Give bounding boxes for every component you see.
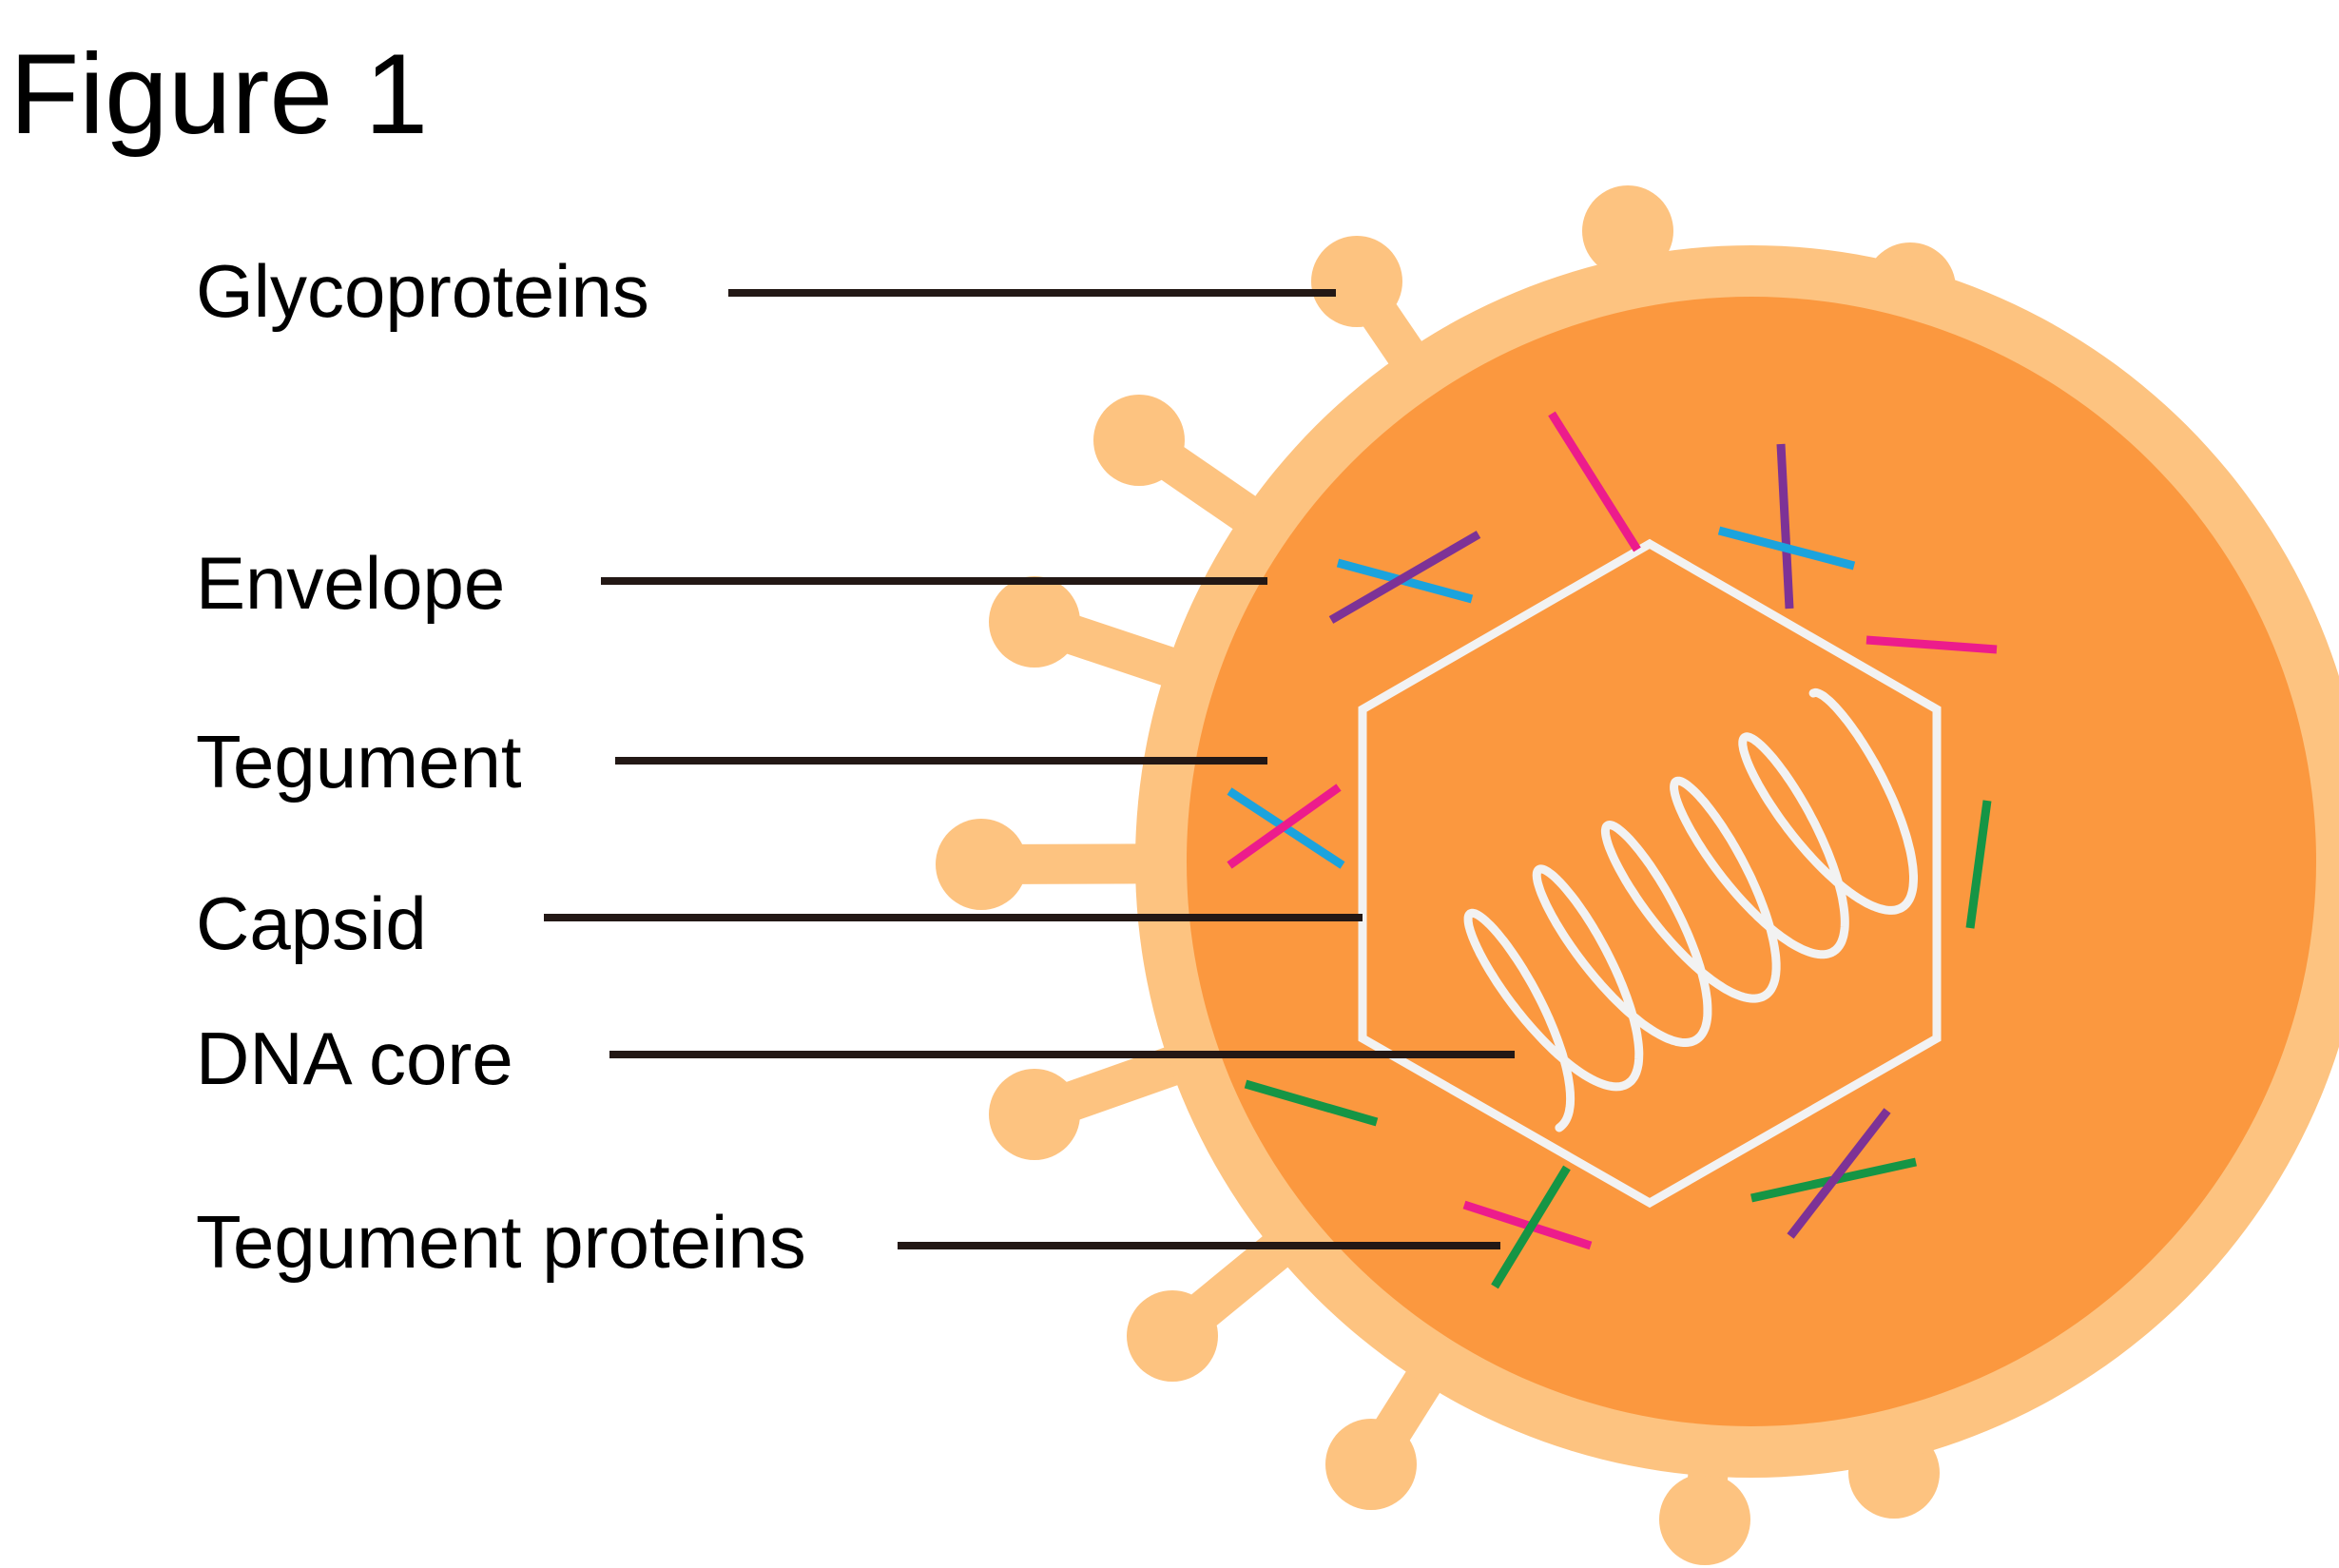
glycoprotein-knob-1 — [1311, 236, 1402, 327]
glycoprotein-knob-12 — [1127, 1290, 1218, 1382]
glycoprotein-knob-16 — [1093, 395, 1185, 486]
tegument-protein-bar-12 — [1787, 1108, 1891, 1239]
tegument-protein-bar-9 — [1965, 800, 1992, 929]
glycoprotein-knob-15 — [989, 576, 1080, 668]
tegument-protein-bar-8 — [1227, 784, 1342, 869]
label-glycoproteins: Glycoproteins — [196, 249, 649, 333]
tegument-protein-bar-4 — [1776, 443, 1794, 610]
tegument-protein-bar-14 — [1491, 1165, 1571, 1289]
dna-core-coil — [1463, 687, 1918, 1132]
label-envelope: Envelope — [196, 541, 505, 625]
label-capsid: Capsid — [196, 881, 427, 965]
capsid-hexagon — [1358, 538, 1942, 1209]
glycoprotein-knob-13 — [989, 1069, 1080, 1160]
tegument-protein-bar-3 — [1328, 531, 1481, 624]
label-dna-core: DNA core — [196, 1016, 513, 1100]
tegument-area — [1187, 297, 2316, 1426]
tegument-protein-bar-10 — [1244, 1079, 1379, 1127]
figure-title: Figure 1 — [10, 30, 428, 158]
label-tegument: Tegument — [196, 720, 522, 803]
tegument-protein-bar-5 — [1717, 526, 1856, 571]
glycoprotein-knob-10 — [1659, 1474, 1750, 1565]
tegument-protein-bar-6 — [1865, 635, 1998, 654]
tegument-protein-bars — [1227, 411, 1998, 1289]
tegument-protein-bar-1 — [1548, 411, 1641, 552]
glycoprotein-knob-11 — [1325, 1419, 1417, 1510]
label-tegument-proteins: Tegument proteins — [196, 1200, 806, 1284]
glycoprotein-knob-14 — [936, 819, 1027, 910]
